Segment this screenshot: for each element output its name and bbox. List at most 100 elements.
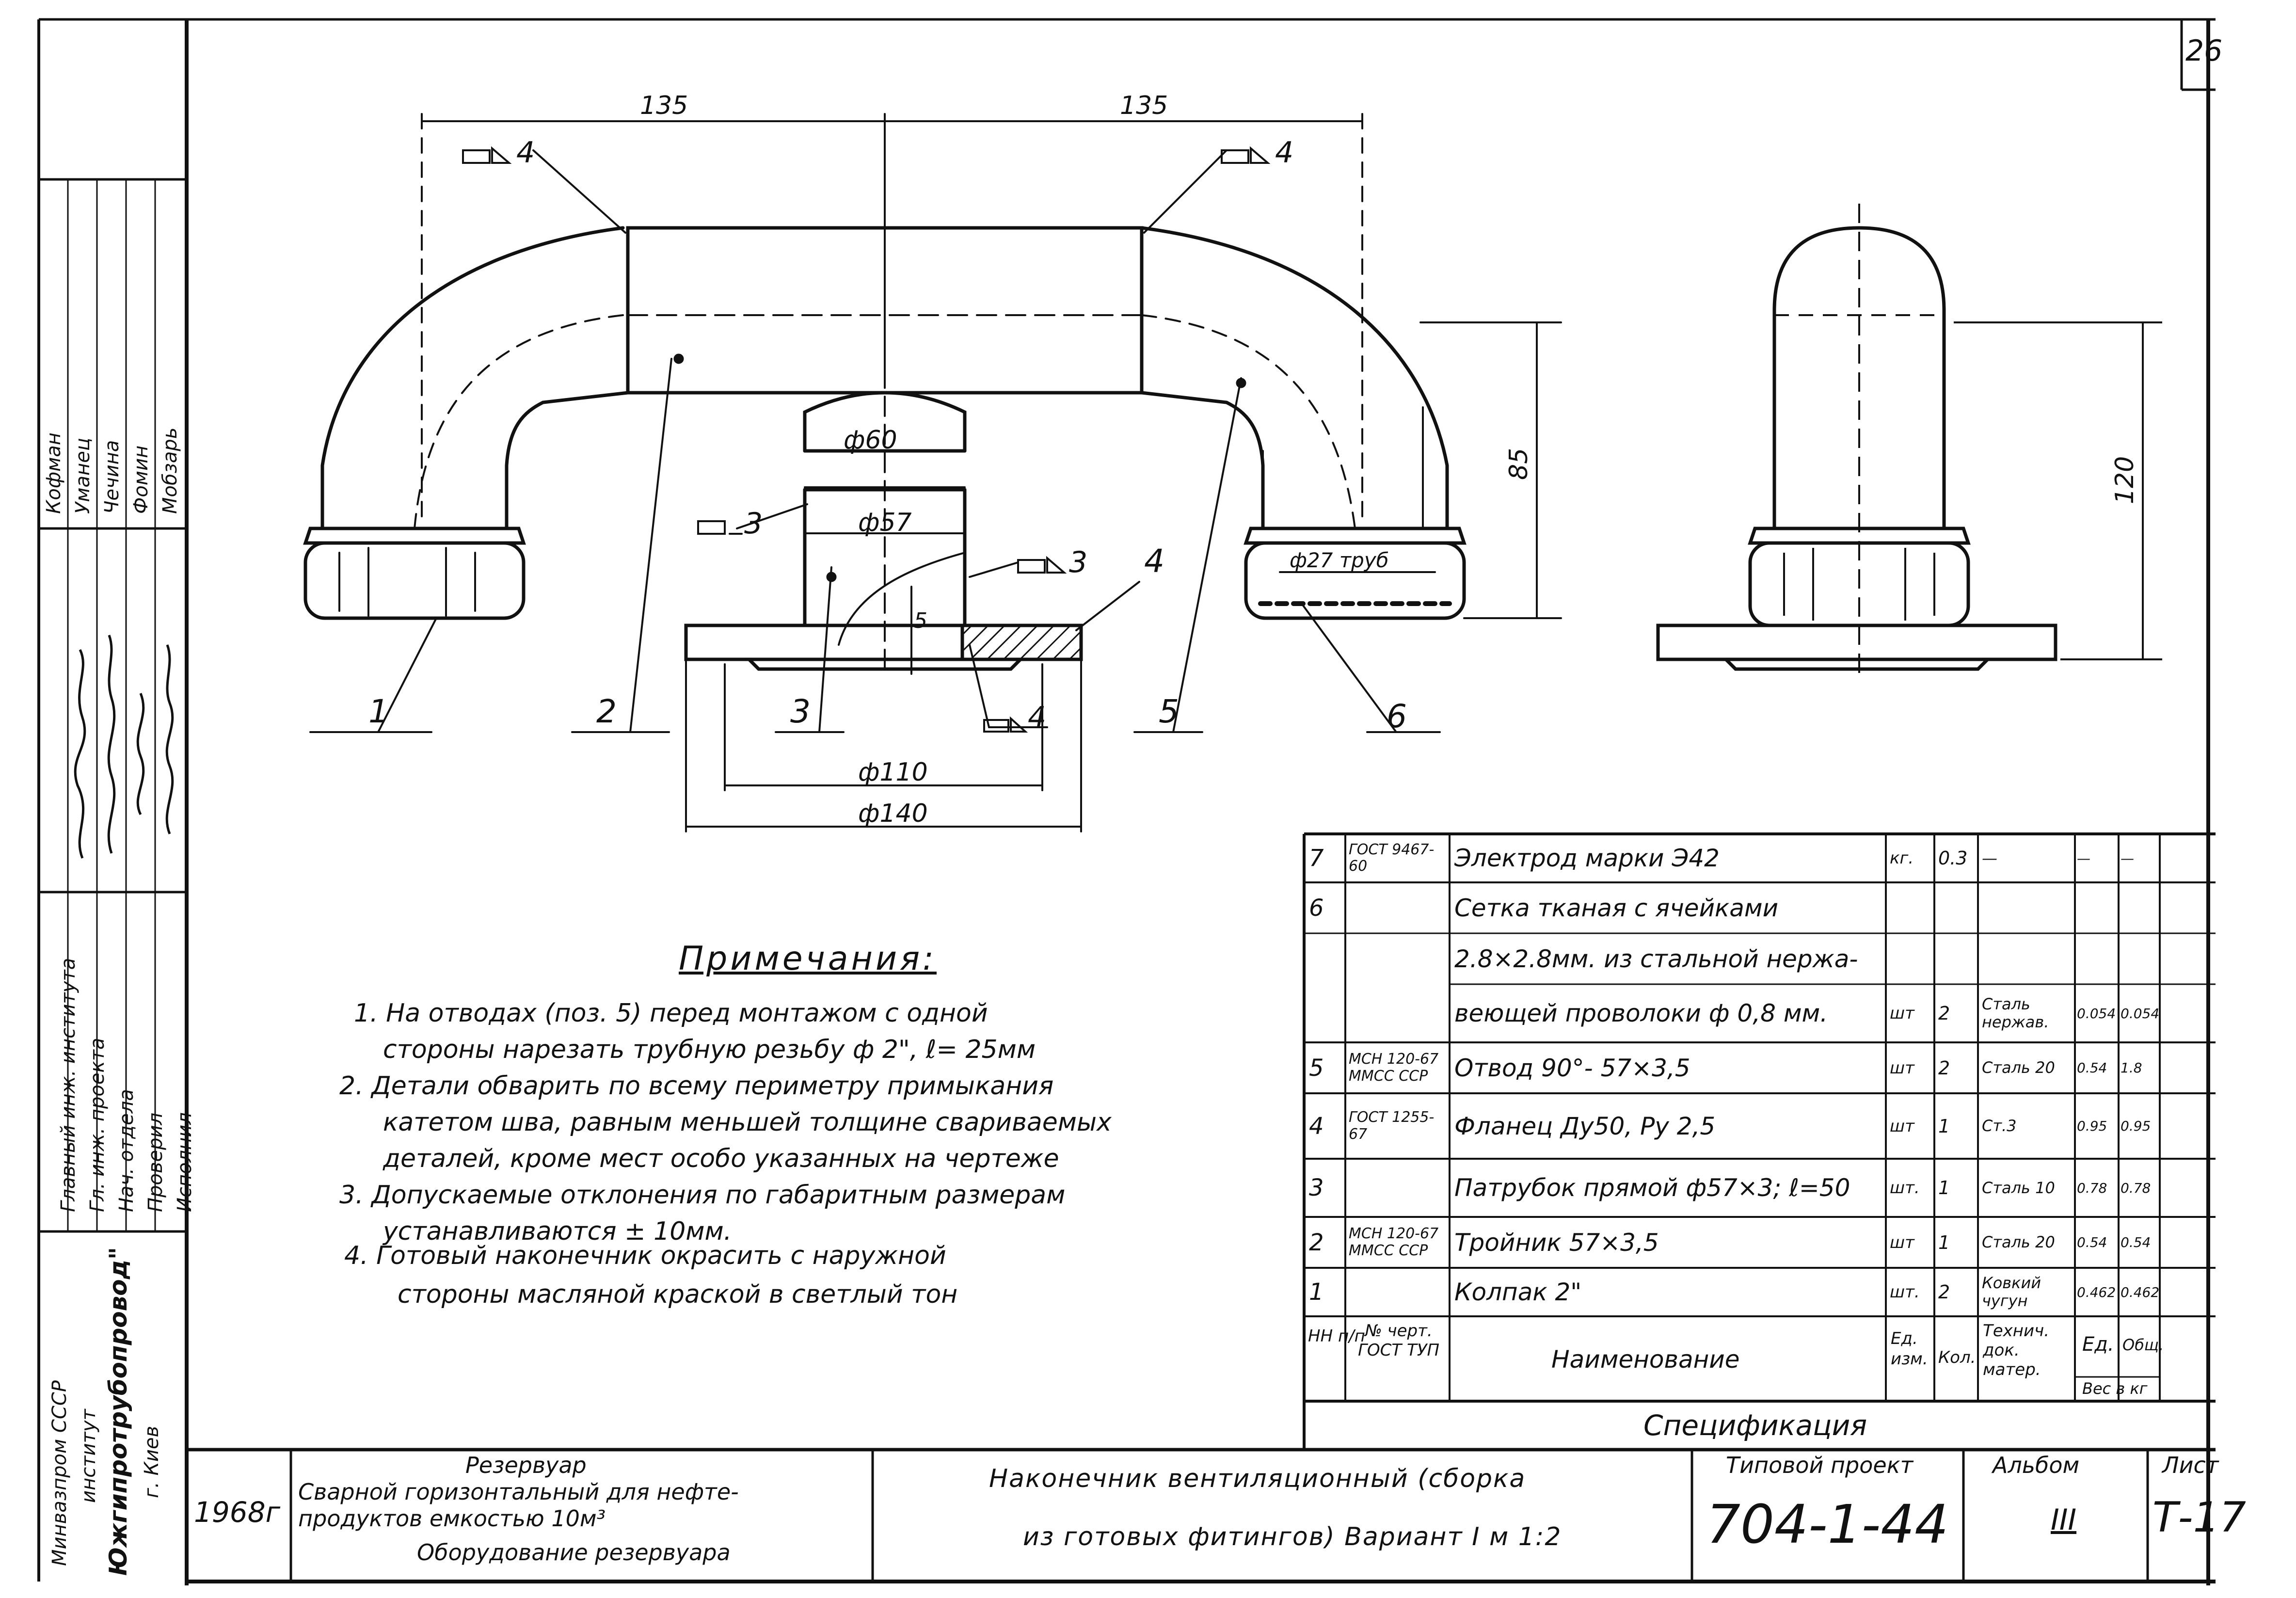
title-object-4: Оборудование резервуара	[417, 1539, 731, 1566]
position-2: 2	[596, 693, 617, 730]
spec-cell-unit: кг.	[1890, 848, 1914, 868]
spec-cell-doc	[1349, 882, 1448, 933]
spec-cell-pos	[1309, 984, 1343, 1042]
spec-header-qty: Кол.	[1938, 1348, 1976, 1367]
spec-cell-weight-total	[2121, 882, 2159, 933]
stamp-role: Нач. отдела	[115, 1089, 138, 1212]
position-1: 1	[368, 693, 389, 730]
stamp-role: Гл. инж. проекта	[86, 1038, 109, 1213]
spec-cell-material: Ст.3	[1982, 1117, 2017, 1135]
spec-cell-weight-total: 0.054	[2121, 1005, 2159, 1022]
note-line: 4. Готовый наконечник окрасить с наружно…	[344, 1241, 946, 1270]
spec-header-pos: НН п/п	[1308, 1326, 1365, 1346]
spec-cell-name: Фланец Ду50, Ру 2,5	[1454, 1112, 1716, 1140]
stamp-name: Чечина	[101, 440, 123, 514]
spec-cell-pos	[1309, 933, 1343, 984]
weld-size-top-left: 4	[516, 136, 535, 170]
spec-cell-material: Сталь 20	[1982, 1058, 2055, 1077]
dim-85: 85	[1504, 448, 1533, 480]
spec-cell-doc	[1349, 933, 1448, 984]
spec-cell-unit	[1890, 882, 1933, 933]
signature	[165, 644, 174, 834]
spec-cell-name: Электрод марки Э42	[1454, 844, 1720, 872]
spec-cell-weight-unit: 0.78	[2077, 1180, 2107, 1196]
spec-cell-weight-unit: 0.054	[2077, 1005, 2116, 1022]
spec-cell-weight-unit: 0.54	[2077, 1234, 2107, 1250]
weld-size-bottom: 4	[1028, 701, 1046, 735]
dim-d60: ф60	[844, 426, 897, 455]
position-4: 4	[1144, 543, 1164, 580]
spec-cell-weight-unit	[2077, 882, 2118, 933]
notes-title: Примечания:	[679, 940, 937, 978]
note-line: катетом шва, равным меньшей толщине свар…	[383, 1108, 1112, 1137]
spec-cell-pos: 3	[1309, 1174, 1324, 1201]
dim-d57: ф57	[858, 508, 912, 537]
spec-cell-name: Патрубок прямой ф57×3; ℓ=50	[1454, 1174, 1850, 1202]
spec-cell-pos: 5	[1309, 1054, 1324, 1082]
spec-cell-qty: 2	[1938, 1281, 1950, 1303]
spec-cell-weight-unit: 0.54	[2077, 1060, 2107, 1076]
sheet-label: Лист	[2162, 1452, 2219, 1478]
spec-cell-doc: ГОСТ 1255-67	[1349, 1109, 1435, 1143]
dim-135-left: 135	[640, 91, 688, 120]
spec-header-name: Наименование	[1551, 1345, 1740, 1374]
spec-cell-pos: 7	[1309, 845, 1324, 872]
spec-cell-qty: 1	[1938, 1177, 1950, 1198]
spec-cell-weight-unit: 0.462	[2077, 1284, 2116, 1300]
spec-cell-name: 2.8×2.8мм. из стальной нержа-	[1454, 944, 1858, 973]
spec-cell-weight-unit: 0.95	[2077, 1118, 2107, 1134]
spec-cell-material: Сталь 20	[1982, 1233, 2055, 1252]
stamp-role: Проверил	[144, 1112, 167, 1212]
spec-cell-weight-total: 0.95	[2121, 1118, 2151, 1134]
spec-header-unit: Ед. изм.	[1891, 1329, 1928, 1369]
album-label: Альбом	[1993, 1452, 2080, 1478]
stamp-role: Главный инж. института	[57, 958, 80, 1212]
weld-size-mid-right: 3	[1069, 545, 1087, 579]
spec-cell-doc: МСН 120-67 ММСС ССР	[1349, 1051, 1439, 1085]
signatures	[74, 635, 174, 859]
album-number: III	[2051, 1503, 2077, 1537]
weld-size-mid-left: 3	[744, 507, 763, 541]
note-line: устанавливаются ± 10мм.	[383, 1217, 732, 1246]
dim-120: 120	[2110, 456, 2139, 504]
spec-cell-weight-total	[2121, 933, 2159, 984]
sheet-code: Т-17	[2152, 1493, 2246, 1542]
spec-cell-unit: шт.	[1890, 1282, 1920, 1302]
spec-header-weight-caption: Вес в кг	[2082, 1379, 2148, 1398]
stamp-org-institute-label: институт	[78, 1409, 100, 1503]
dim-5: 5	[914, 608, 927, 633]
spec-header-doc: № черт. ГОСТ ТУП	[1357, 1321, 1440, 1360]
side-view	[1656, 204, 2162, 679]
dim-d110: ф110	[858, 758, 928, 787]
drawing-title-2: из готовых фитингов) Вариант I м 1:2	[1023, 1522, 1562, 1551]
spec-cell-weight-total: 0.78	[2121, 1180, 2151, 1196]
spec-table-grid	[1303, 832, 2216, 1450]
spec-cell-qty: 2	[1938, 1057, 1950, 1079]
spec-cell-doc: МСН 120-67 ММСС ССР	[1349, 1225, 1439, 1259]
spec-header-weight-total: Общ.	[2122, 1336, 2164, 1354]
stamp-name: Уманец	[72, 437, 94, 514]
spec-cell-name: Сетка тканая с ячейками	[1454, 894, 1779, 922]
note-line: стороны масляной краской в светлый тон	[398, 1280, 958, 1309]
spec-cell-qty: 1	[1938, 1115, 1950, 1137]
spec-cell-unit	[1890, 933, 1933, 984]
spec-cell-pos: 4	[1309, 1112, 1324, 1140]
stamp-name: Мобзарь	[159, 427, 181, 514]
stamp-role: Исполнил	[174, 1112, 196, 1212]
spec-cell-qty	[1938, 882, 1977, 933]
spec-cell-material: Сталь 10	[1982, 1178, 2055, 1197]
spec-cell-qty	[1938, 933, 1977, 984]
title-object-2: Сварной горизонтальный для нефте-	[298, 1479, 739, 1505]
spec-cell-name: веющей проволоки ф 0,8 мм.	[1454, 999, 1828, 1027]
note-line: 1. На отводах (поз. 5) перед монтажом с …	[354, 999, 988, 1028]
project-number: 704-1-44	[1706, 1493, 1949, 1555]
weld-size-top-right: 4	[1275, 136, 1293, 170]
dim-d27: ф27 труб	[1290, 548, 1389, 572]
spec-caption: Спецификация	[1643, 1409, 1867, 1442]
spec-cell-pos: 2	[1309, 1229, 1324, 1256]
spec-cell-doc	[1349, 1159, 1448, 1217]
stamp-name: Кофман	[43, 432, 65, 514]
spec-header-weight-unit: Ед.	[2082, 1333, 2114, 1356]
spec-cell-material	[1982, 882, 2074, 933]
note-line: 3. Допускаемые отклонения по габаритным …	[339, 1181, 1066, 1210]
